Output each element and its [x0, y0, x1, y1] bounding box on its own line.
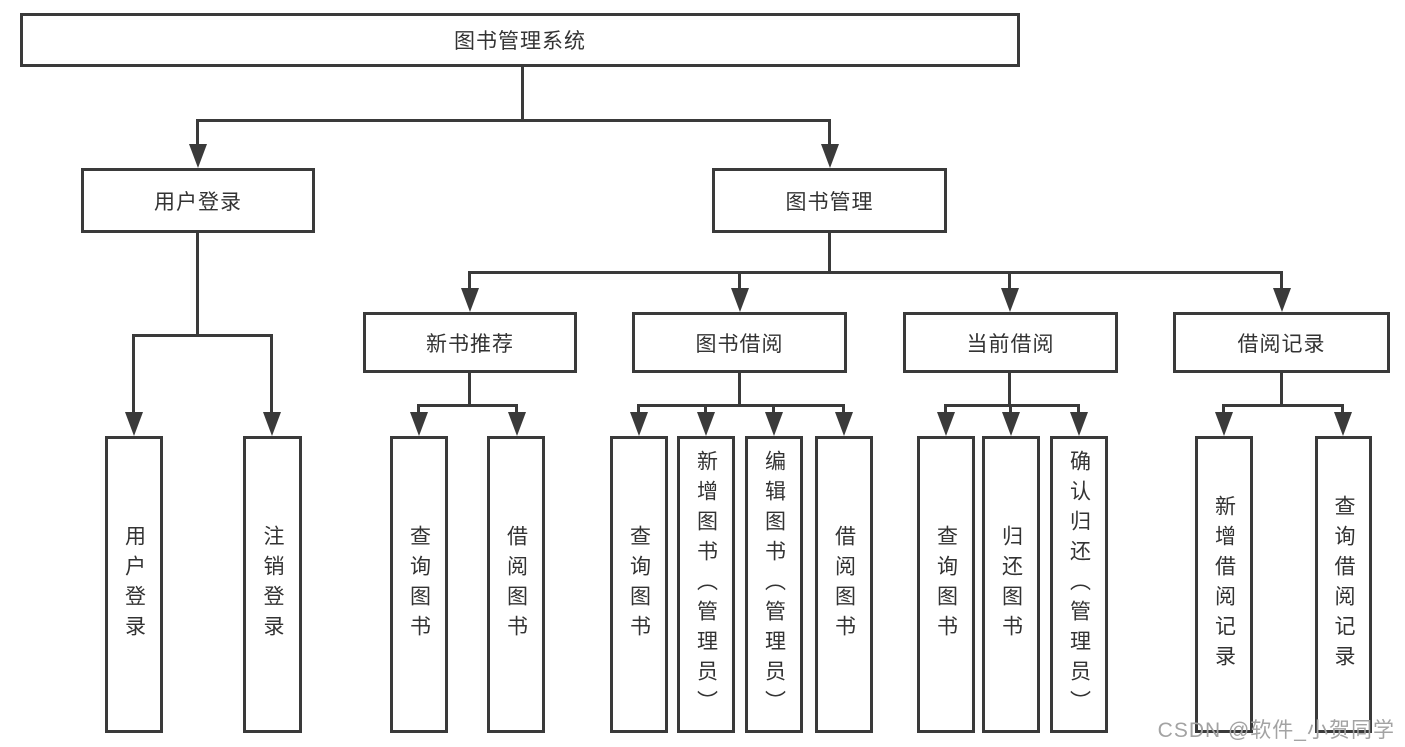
leaf-current-query-books: 查询图书: [917, 436, 975, 733]
leaf-recommend-query-books-label: 查询图书: [407, 524, 431, 645]
leaf-logout: 注销登录: [243, 436, 302, 733]
arrow-down-icon: [696, 404, 715, 436]
node-book-borrowing-label: 图书借阅: [695, 332, 784, 356]
node-current-borrowing-label: 当前借阅: [966, 332, 1055, 356]
node-new-book-recommendation-label: 新书推荐: [426, 332, 514, 356]
arrow-down-icon: [1214, 404, 1233, 436]
node-borrowing-records-label: 借阅记录: [1237, 332, 1326, 356]
connector-login-stem: [196, 231, 199, 337]
arrow-down-icon: [507, 404, 526, 436]
leaf-edit-books-admin: 编辑图书（管理员）: [745, 436, 803, 733]
node-new-book-recommendation: 新书推荐: [363, 312, 577, 373]
arrow-down-icon: [124, 334, 143, 436]
node-root: 图书管理系统: [20, 13, 1020, 67]
leaf-recommend-borrow-books-label: 借阅图书: [504, 524, 528, 645]
leaf-borrowing-query-books-label: 查询图书: [627, 524, 651, 645]
leaf-recommend-query-books: 查询图书: [390, 436, 448, 733]
node-book-borrowing: 图书借阅: [632, 312, 847, 373]
arrow-down-icon: [1001, 404, 1020, 436]
connector-section3-rail: [944, 404, 1080, 407]
leaf-add-books-admin: 新增图书（管理员）: [677, 436, 735, 733]
arrow-down-icon: [764, 404, 783, 436]
leaf-query-borrow-record-label: 查询借阅记录: [1332, 494, 1355, 675]
node-book-management: 图书管理: [712, 168, 947, 233]
arrow-down-icon: [460, 271, 479, 312]
connector-section4-stem: [1280, 371, 1283, 407]
node-book-management-label: 图书管理: [785, 190, 874, 214]
node-user-login-label: 用户登录: [154, 190, 242, 214]
node-current-borrowing: 当前借阅: [903, 312, 1118, 373]
leaf-logout-label: 注销登录: [261, 524, 284, 645]
leaf-return-books-label: 归还图书: [999, 524, 1023, 645]
watermark-text: CSDN @软件_小贺同学: [1157, 719, 1395, 742]
arrow-down-icon: [730, 271, 749, 312]
leaf-confirm-return-admin-label: 确认归还（管理员）: [1067, 449, 1091, 720]
arrow-down-icon: [409, 404, 428, 436]
arrow-down-icon: [629, 404, 648, 436]
connector-section2-rail: [637, 404, 845, 407]
node-user-login: 用户登录: [81, 168, 315, 233]
leaf-confirm-return-admin: 确认归还（管理员）: [1050, 436, 1108, 733]
leaf-add-borrow-record-label: 新增借阅记录: [1212, 494, 1236, 675]
connector-management-rail: [468, 271, 1283, 274]
arrow-down-icon: [1333, 404, 1352, 436]
arrow-down-icon: [834, 404, 853, 436]
connector-section1-stem: [468, 371, 471, 407]
leaf-add-borrow-record: 新增借阅记录: [1195, 436, 1253, 733]
leaf-borrowing-borrow-books-label: 借阅图书: [832, 524, 856, 645]
leaf-recommend-borrow-books: 借阅图书: [487, 436, 545, 733]
arrow-down-icon: [820, 119, 839, 168]
connector-root-rail: [196, 119, 831, 122]
leaf-return-books: 归还图书: [982, 436, 1040, 733]
leaf-borrowing-borrow-books: 借阅图书: [815, 436, 873, 733]
leaf-user-login: 用户登录: [105, 436, 163, 733]
arrow-down-icon: [1000, 271, 1019, 312]
connector-section2-stem: [738, 371, 741, 407]
node-borrowing-records: 借阅记录: [1173, 312, 1390, 373]
connector-management-stem: [828, 231, 831, 274]
arrow-down-icon: [1069, 404, 1088, 436]
connector-login-rail: [132, 334, 273, 337]
leaf-borrowing-query-books: 查询图书: [610, 436, 668, 733]
arrow-down-icon: [188, 119, 207, 168]
node-root-label: 图书管理系统: [454, 30, 586, 53]
leaf-current-query-books-label: 查询图书: [934, 524, 958, 645]
arrow-down-icon: [936, 404, 955, 436]
leaf-add-books-admin-label: 新增图书（管理员）: [694, 449, 718, 720]
connector-section3-stem: [1008, 371, 1011, 407]
leaf-query-borrow-record: 查询借阅记录: [1315, 436, 1372, 733]
connector-section1-rail: [417, 404, 518, 407]
leaf-user-login-label: 用户登录: [122, 524, 146, 645]
arrow-down-icon: [1272, 271, 1291, 312]
connector-section4-rail: [1222, 404, 1344, 407]
leaf-edit-books-admin-label: 编辑图书（管理员）: [762, 449, 786, 720]
arrow-down-icon: [262, 334, 281, 436]
connector-root-stem: [521, 65, 524, 121]
